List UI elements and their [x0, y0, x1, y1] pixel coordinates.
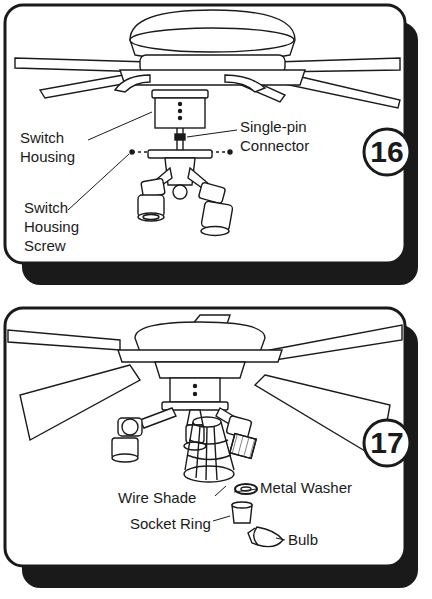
fan-16	[15, 10, 400, 236]
callout-number: 16	[362, 127, 412, 177]
leader-lines	[68, 112, 237, 210]
panel	[5, 5, 405, 263]
part-label: Socket Ring	[130, 514, 230, 533]
part-label: Wire Shade	[118, 488, 218, 507]
panel	[5, 308, 405, 566]
part-label: Switch Housing	[20, 128, 88, 166]
part-label: Metal Washer	[260, 478, 380, 497]
part-label: Single-pin Connector	[240, 117, 332, 155]
step-number: 17	[362, 418, 412, 468]
part-label: Bulb	[288, 530, 348, 549]
fan-17	[8, 315, 402, 462]
callout-number: 17	[362, 418, 412, 468]
step-number: 16	[362, 127, 412, 177]
part-label: Switch Housing Screw	[24, 198, 92, 255]
